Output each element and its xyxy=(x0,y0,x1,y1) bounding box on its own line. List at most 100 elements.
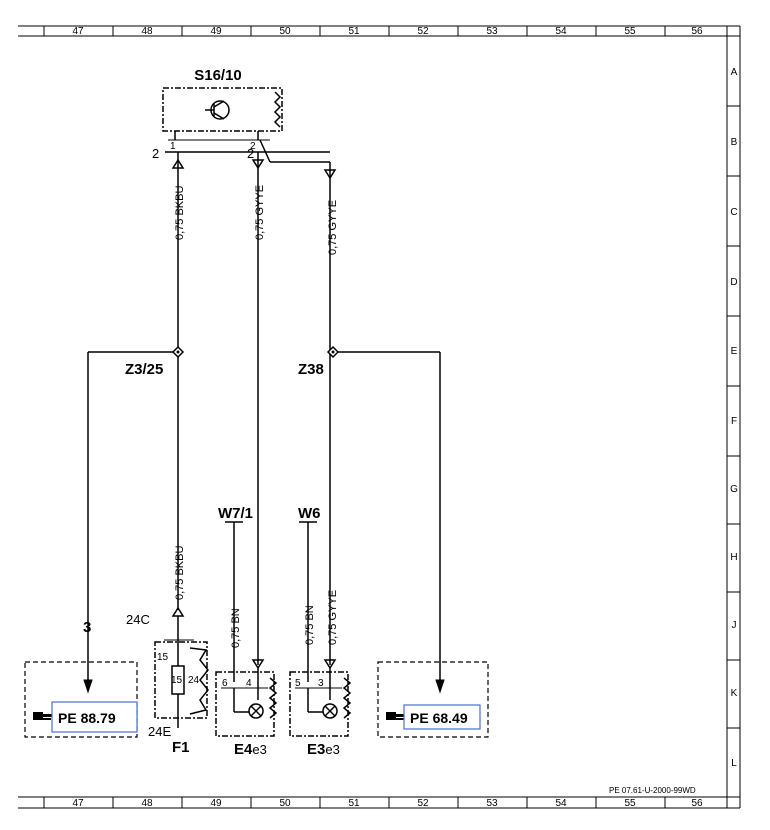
col-label: 53 xyxy=(486,26,498,37)
col-label: 55 xyxy=(624,26,636,37)
grid-row-labels: A B C D E F G H J K L xyxy=(730,67,738,769)
reference-link-right[interactable]: PE 68.49 xyxy=(410,710,468,726)
wire-label-bkbu-lower: 0,75 BKBU xyxy=(174,546,186,600)
lamp-e3[interactable]: 5 3 E3e3 xyxy=(289,668,352,758)
fuse-pin-24e-label: 24E xyxy=(148,724,171,739)
col-label: 55 xyxy=(624,798,636,809)
fuse-icon xyxy=(171,665,185,695)
zigzag-icon xyxy=(273,91,282,128)
reference-link-box[interactable] xyxy=(51,701,138,733)
row-label: F xyxy=(731,416,737,427)
arrow-down-icon xyxy=(435,679,445,694)
splice-z3-25[interactable]: Z3/25 xyxy=(125,345,185,378)
row-label: B xyxy=(731,137,738,148)
ground-label-w6: W6 xyxy=(298,505,321,522)
row-label: K xyxy=(731,688,738,699)
reference-box xyxy=(24,661,138,738)
reference-left[interactable]: 3 PE 88.79 xyxy=(24,619,138,738)
row-label: H xyxy=(730,552,737,563)
wire-label-gyye-lower: 0,75 GYYE xyxy=(327,590,339,645)
lamp-e4[interactable]: 6 4 E4e3 xyxy=(215,668,278,758)
col-label: 53 xyxy=(486,798,498,809)
transistor-icon xyxy=(205,100,230,120)
hand-pointer-icon xyxy=(33,712,55,720)
reference-link-box[interactable] xyxy=(403,704,481,730)
zigzag-icon xyxy=(268,677,278,719)
grid-column-labels-top: 47 48 49 50 51 52 53 54 55 56 xyxy=(72,26,703,37)
pin-1-label: 1 xyxy=(170,141,176,152)
terminal-arrow-icon xyxy=(251,659,265,670)
lamp-pin-4-label: 4 xyxy=(246,678,252,689)
col-label: 51 xyxy=(348,798,360,809)
row-label: G xyxy=(730,484,738,495)
col-label: 54 xyxy=(555,26,567,37)
fuse-f1[interactable]: 24C 15 15 24 24E F1 xyxy=(126,612,209,756)
fuse-pin-24-label: 24 xyxy=(188,675,200,686)
lamp-pin-6-label: 6 xyxy=(222,678,228,689)
connector-2-label: 2 xyxy=(152,146,159,161)
wire-label-bkbu: 0,75 BKBU xyxy=(174,186,186,240)
terminal-arrow-icon xyxy=(251,159,265,170)
col-label: 51 xyxy=(348,26,360,37)
connector-2b-label: 2 xyxy=(247,146,254,161)
lamp-sub-label: e3 xyxy=(252,742,266,757)
lamp-sub-label: e3 xyxy=(325,742,339,757)
lamp-main-label: E3 xyxy=(307,741,325,758)
ground-label-w7-1: W7/1 xyxy=(218,505,253,522)
terminal-arrow-icon xyxy=(171,158,185,169)
fuse-pin-24c-label: 24C xyxy=(126,612,150,627)
wire-label-bn-left: 0,75 BN xyxy=(230,608,242,648)
drawing-id: PE 07.61-U-2000-99WD xyxy=(609,786,696,795)
col-label: 47 xyxy=(72,26,84,37)
col-label: 56 xyxy=(691,798,703,809)
reference-right[interactable]: PE 68.49 xyxy=(377,661,489,738)
terminal-arrow-icon xyxy=(171,606,185,617)
wire-labels: 0,75 BKBU 0,75 GYYE 0,75 GYYE 0,75 BKBU … xyxy=(174,185,339,648)
wire-label-gyye-right: 0,75 GYYE xyxy=(327,200,339,255)
wire-paths xyxy=(87,152,441,685)
lamp-main-label: E4 xyxy=(234,741,253,758)
fuse-pin-15-label: 15 xyxy=(157,652,169,663)
connector-terminals xyxy=(83,158,445,694)
col-label: 49 xyxy=(210,26,222,37)
reference-link-left[interactable]: PE 88.79 xyxy=(58,710,116,726)
switch-label: S16/10 xyxy=(194,67,242,84)
arrow-down-icon xyxy=(83,679,93,694)
col-label: 56 xyxy=(691,26,703,37)
fuse-label: F1 xyxy=(172,739,190,756)
wire-label-bn-right: 0,75 BN xyxy=(304,605,316,645)
col-label: 50 xyxy=(279,798,291,809)
grid-column-labels-bottom: 47 48 49 50 51 52 53 54 55 56 xyxy=(72,798,703,809)
row-label: D xyxy=(730,277,737,288)
hand-pointer-icon xyxy=(386,712,408,720)
row-label: J xyxy=(732,620,737,631)
terminal-arrow-icon xyxy=(323,169,337,180)
fuse-pin-15b-label: 15 xyxy=(171,675,183,686)
col-label: 47 xyxy=(72,798,84,809)
col-label: 52 xyxy=(417,26,429,37)
col-label: 49 xyxy=(210,798,222,809)
drawing-frame xyxy=(18,25,741,809)
zigzag-icon xyxy=(189,647,209,715)
terminal-arrow-icon xyxy=(323,659,337,670)
col-label: 54 xyxy=(555,798,567,809)
col-label: 50 xyxy=(279,26,291,37)
arrow-number-label: 3 xyxy=(83,619,91,636)
col-label: 48 xyxy=(141,798,153,809)
switch-s16-10[interactable]: S16/10 1 2 2 2 xyxy=(152,67,330,163)
switch-housing xyxy=(162,87,283,132)
fuse-housing xyxy=(154,641,208,719)
row-label: A xyxy=(731,67,738,78)
lamp-label-e3: E3e3 xyxy=(307,741,340,758)
row-label: L xyxy=(731,758,737,769)
splice-z38[interactable]: Z38 xyxy=(298,345,340,378)
splice-label-z3-25: Z3/25 xyxy=(125,361,163,378)
lamp-pin-3-label: 3 xyxy=(318,678,324,689)
row-label: E xyxy=(731,346,738,357)
col-label: 48 xyxy=(141,26,153,37)
col-label: 52 xyxy=(417,798,429,809)
reference-box xyxy=(377,661,489,738)
zigzag-icon xyxy=(342,677,352,719)
lamp-label-e4: E4e3 xyxy=(234,741,267,758)
